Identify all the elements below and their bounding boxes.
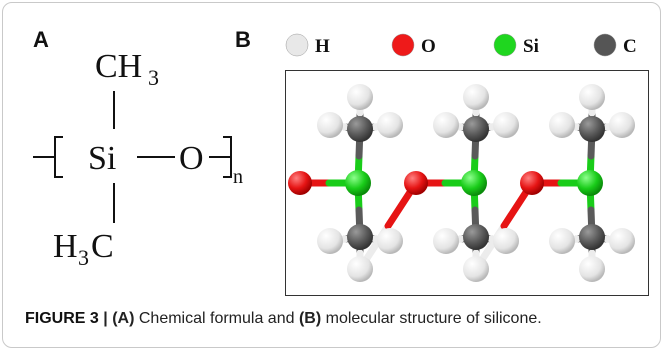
atom-o — [288, 171, 312, 195]
legend-label-h: H — [315, 36, 330, 57]
atom-o — [404, 171, 428, 195]
panel-label-b: B — [235, 27, 251, 52]
legend-swatch-c — [593, 33, 617, 57]
formula-right-bracket — [223, 136, 232, 178]
molecule-atoms — [288, 84, 635, 282]
atom-h — [463, 256, 489, 282]
legend-label-si: Si — [523, 36, 539, 57]
legend-item-h: H — [285, 33, 330, 57]
atom-h — [433, 112, 459, 138]
atom-c — [463, 116, 489, 142]
caption-text-a: Chemical formula and — [138, 310, 295, 327]
atom-h — [377, 112, 403, 138]
figure-card: A B CH 3 Si O n H 3 C H O — [2, 2, 661, 348]
molecule-model — [288, 84, 635, 282]
atom-h — [549, 228, 575, 254]
legend-label-o: O — [421, 36, 436, 57]
legend-label-c: C — [623, 36, 637, 57]
atom-c — [579, 224, 605, 250]
caption-text-b: molecular structure of silicone. — [325, 310, 542, 327]
caption-part-b: (B) — [298, 310, 322, 327]
formula-bottom-sub: 3 — [78, 245, 89, 270]
legend-swatch-o — [391, 33, 415, 57]
atom-h — [347, 84, 373, 110]
figure-caption: FIGURE 3 | (A) Chemical formula and (B) … — [25, 310, 645, 328]
atom-h — [493, 112, 519, 138]
atom-si — [577, 170, 603, 196]
atom-h — [463, 84, 489, 110]
atom-h — [317, 228, 343, 254]
atom-si — [345, 170, 371, 196]
legend-item-si: Si — [493, 33, 539, 57]
atom-c — [579, 116, 605, 142]
chemical-formula: CH 3 Si O n H 3 C — [33, 48, 243, 270]
caption-part-a: (A) — [112, 310, 135, 327]
atom-h — [549, 112, 575, 138]
formula-center-atom: Si — [88, 140, 116, 177]
formula-repeat-sub: n — [233, 166, 243, 188]
formula-left-bracket — [54, 136, 63, 178]
formula-top-group: CH — [95, 48, 142, 85]
legend-item-o: O — [391, 33, 436, 57]
formula-bond-partner: O — [179, 140, 204, 177]
atom-legend: H O Si C — [285, 33, 637, 57]
caption-separator: | — [103, 310, 108, 327]
atom-h — [317, 112, 343, 138]
legend-swatch-si — [493, 33, 517, 57]
caption-figure-label: FIGURE 3 — [25, 310, 99, 327]
panel-label-a: A — [33, 27, 49, 52]
atom-c — [347, 116, 373, 142]
atom-h — [609, 228, 635, 254]
molecular-structure — [285, 70, 649, 296]
atom-h — [377, 228, 403, 254]
atom-o — [520, 171, 544, 195]
legend-swatch-h — [285, 33, 309, 57]
atom-h — [493, 228, 519, 254]
formula-bottom-h: H — [53, 228, 78, 265]
atom-c — [347, 224, 373, 250]
atom-h — [579, 84, 605, 110]
atom-h — [579, 256, 605, 282]
atom-h — [347, 256, 373, 282]
formula-bottom-c: C — [91, 228, 114, 265]
atom-h — [433, 228, 459, 254]
legend-item-c: C — [593, 33, 637, 57]
atom-si — [461, 170, 487, 196]
atom-c — [463, 224, 489, 250]
atom-h — [609, 112, 635, 138]
formula-top-sub: 3 — [148, 65, 159, 90]
